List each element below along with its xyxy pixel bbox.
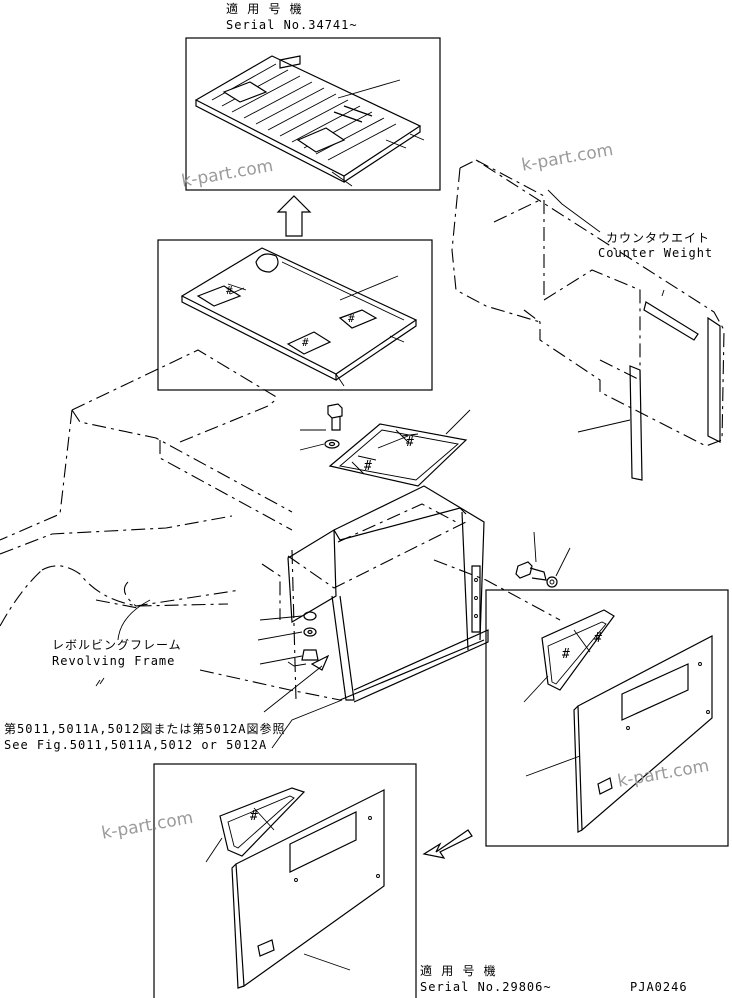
- revolving-frame-en: Revolving Frame: [52, 654, 176, 668]
- drawing-code: PJA0246: [630, 980, 688, 994]
- right-inset-frame: [485, 589, 729, 847]
- bottom-inset-frame: [153, 763, 417, 998]
- top-inset-frame: [185, 37, 441, 191]
- counter-weight-ja: カウンタウエイト: [606, 231, 711, 245]
- middle-inset-frame: [157, 239, 433, 391]
- grille-mark: #: [562, 647, 571, 662]
- counter-weight-en: Counter Weight: [598, 246, 714, 260]
- counterweight-outline: [451, 159, 725, 481]
- side-cover-panel-right: [523, 609, 713, 833]
- grille-mark: #: [226, 284, 234, 297]
- grille-mark: #: [364, 459, 373, 474]
- grille-mark: #: [348, 312, 356, 325]
- see-fig-ja: 第5011,5011A,5012図または第5012A図参照: [4, 722, 286, 736]
- grille-mark: #: [594, 631, 603, 646]
- see-fig-en: See Fig.5011,5011A,5012 or 5012A: [4, 738, 268, 752]
- revolving-frame-outline: [0, 349, 341, 701]
- grille-mark: #: [250, 809, 259, 824]
- upgrade-arrow: [276, 195, 312, 237]
- counterweight-leader: [547, 189, 601, 233]
- side-cover-panel-bottom: [205, 787, 385, 989]
- inspection-cover: [328, 409, 471, 487]
- see-fig-leader: [271, 699, 343, 749]
- top-serial-ja: 適 用 号 機: [226, 2, 303, 16]
- side-bolts: [433, 531, 571, 621]
- frame-fasteners: [257, 611, 330, 713]
- revolving-frame-leader: [117, 599, 151, 641]
- top-serial-en: Serial No.34741~: [226, 18, 358, 32]
- bottom-serial-ja: 適 用 号 機: [420, 964, 497, 978]
- floor-plate-new-type: [194, 55, 425, 187]
- grille-mark: #: [406, 435, 415, 450]
- grille-mark: #: [302, 336, 310, 349]
- center-frame: [287, 485, 489, 703]
- bottom-serial-en: Serial No.29806~: [420, 980, 552, 994]
- revolving-frame-ja: レボルビングフレーム: [52, 638, 182, 652]
- floor-plate-standard: [180, 247, 418, 387]
- bolt-and-washer: [299, 403, 343, 451]
- bottom-arrow: [422, 829, 473, 859]
